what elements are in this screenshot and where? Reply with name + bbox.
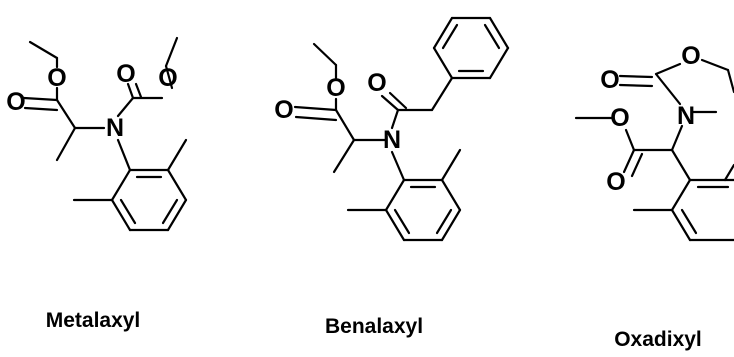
atom-label: N [383, 126, 401, 154]
atom-label: O [47, 64, 66, 92]
atom-label: O [600, 66, 619, 94]
molecule-name: Benalaxyl [325, 315, 423, 338]
atom-label: O [606, 168, 625, 196]
molecule-metalaxyl: O O O O N Metalaxyl [6, 36, 188, 332]
atom-label: O [367, 69, 386, 97]
atom-label: O [116, 60, 135, 88]
atom-label: O [681, 42, 700, 70]
atom-label: N [677, 102, 695, 130]
molecule-name: Metalaxyl [46, 309, 141, 332]
molecule-benalaxyl: O O O N Benalaxyl [274, 16, 510, 338]
atom-label: N [106, 114, 124, 142]
atom-label: O [610, 104, 629, 132]
molecule-oxadixyl: O O N O O Oxadixyl [574, 42, 734, 351]
atom-label: O [326, 74, 345, 102]
molecule-name: Oxadixyl [614, 328, 702, 351]
atom-label: O [158, 64, 177, 92]
atom-label: O [274, 96, 293, 124]
atom-label: O [6, 88, 25, 116]
